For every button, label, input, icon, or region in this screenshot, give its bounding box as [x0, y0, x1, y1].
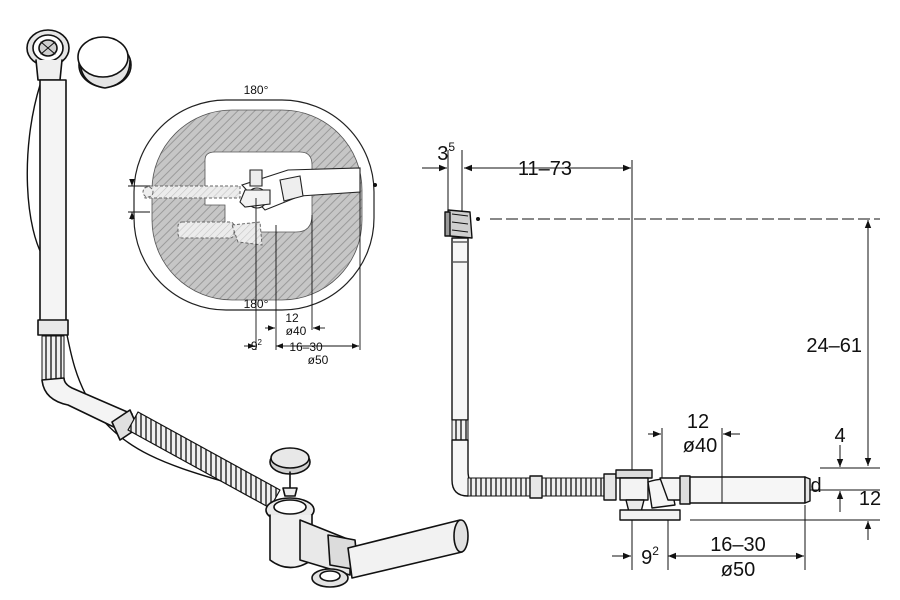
top-view-labels: 180° 180° 12 ø40 92 16–30 ø50	[244, 83, 329, 367]
outlet-pipe	[347, 519, 468, 579]
side-view-dimension-lines	[422, 150, 880, 570]
side-view	[444, 209, 811, 521]
top-view: 180° 180° 12 ø40 92 16–30 ø50	[128, 83, 378, 367]
label-side-d50: ø50	[721, 559, 755, 581]
label-24-61: 24–61	[806, 335, 862, 357]
overflow-cover-cap-icon	[77, 36, 132, 89]
overflow-vertical-pipe	[39, 79, 67, 331]
top-view-dimension-lines	[128, 178, 378, 350]
label-angle-top: 180°	[244, 83, 269, 97]
label-side-d40: ø40	[683, 435, 717, 457]
side-overflow-head-icon	[444, 209, 473, 239]
label-side-12: 12	[687, 411, 709, 433]
side-waste-body	[615, 469, 701, 521]
front-assembly	[239, 167, 361, 211]
corrugated-hose	[127, 411, 281, 509]
side-outlet-pipe	[689, 476, 806, 504]
side-view-labels: 35 11–73 24–61 12 ø40 4 d 12 92 16–30 ø5…	[437, 140, 881, 581]
label-side-d: d	[810, 475, 821, 497]
label-top-16-30: 16–30	[289, 340, 323, 354]
waste-plug-icon	[269, 447, 311, 497]
label-top-9: 92	[251, 338, 263, 353]
label-side-16-30: 16–30	[710, 534, 766, 556]
side-elbow	[451, 439, 471, 497]
label-top-d40: ø40	[286, 324, 307, 338]
label-top-d50: ø50	[308, 353, 329, 367]
side-overflow-pipe	[451, 237, 469, 421]
waste-valve-body	[265, 497, 359, 588]
label-11-73: 11–73	[518, 158, 572, 180]
label-top-12: 12	[285, 311, 299, 325]
label-angle-bottom: 180°	[244, 297, 269, 311]
label-side-12-right: 12	[859, 488, 881, 510]
label-side-4: 4	[834, 425, 845, 447]
overflow-rosette-icon	[26, 29, 70, 81]
label-side-9-2: 92	[641, 544, 659, 569]
isometric-fitting	[26, 29, 469, 588]
rotated-assembly-ghost	[142, 185, 263, 246]
label-3-5: 35	[437, 140, 455, 165]
